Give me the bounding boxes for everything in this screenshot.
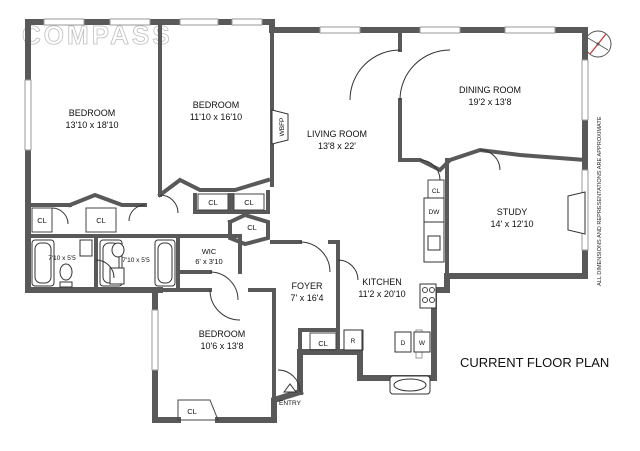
closet-label: CL <box>318 339 328 348</box>
compass-rose-icon <box>584 30 612 58</box>
wbfp-label: WBFP <box>279 118 286 137</box>
dishwasher-label: DW <box>429 209 441 216</box>
disclaimer-note: ALL DIMENSIONS AND REPRESENTATIONS ARE A… <box>597 116 603 286</box>
kitchen-fixtures <box>343 197 445 353</box>
room-bedroom-1: BEDROOM 13'10 x 18'10 <box>66 108 119 130</box>
dryer-label: D <box>401 340 406 347</box>
room-living-room: LIVING ROOM 13'8 x 22' <box>307 129 367 151</box>
room-dims: 6' x 3'10 <box>195 257 222 266</box>
room-dims: 19'2 x 13'8 <box>469 97 512 107</box>
room-dims: 13'10 x 18'10 <box>66 120 119 130</box>
room-study: STUDY 14' x 12'10 <box>491 207 534 229</box>
bath-2-dims: 7'10 x 5'5 <box>122 257 150 264</box>
room-dims: 14' x 12'10 <box>491 219 534 229</box>
room-bedroom-3: BEDROOM 10'6 x 13'8 <box>199 329 246 351</box>
bath-1-dims: 7'10 x 5'5 <box>48 255 76 262</box>
windows <box>24 18 589 371</box>
fireplaces <box>271 109 586 235</box>
room-name: KITCHEN <box>362 277 402 287</box>
closet-label: CL <box>247 223 257 232</box>
closet-label: CL <box>244 198 254 207</box>
closet-label: CL <box>96 216 106 225</box>
closet-label: CL <box>432 188 441 195</box>
interior-walls <box>26 20 588 402</box>
room-name: DINING ROOM <box>459 85 521 95</box>
washer-label: W <box>419 340 426 347</box>
fixture-labels: CL CL CL CL CL CL CL CL WBFP DW R D W <box>37 118 440 416</box>
entry-marker-icon: ENTRY <box>279 383 302 407</box>
room-dims: 13'8 x 22' <box>318 141 356 151</box>
bath-fixtures <box>31 239 431 395</box>
room-name: WIC <box>202 247 217 256</box>
room-kitchen: KITCHEN 11'2 x 20'10 <box>358 277 405 299</box>
closet-label: CL <box>208 198 218 207</box>
room-bedroom-2: BEDROOM 11'10 x 16'10 <box>190 100 242 122</box>
room-wic: WIC 6' x 3'10 <box>195 247 222 266</box>
room-name: BEDROOM <box>69 108 116 118</box>
plan-title: CURRENT FLOOR PLAN <box>460 355 609 370</box>
room-dims: 11'10 x 16'10 <box>190 112 242 122</box>
room-dims: 7' x 16'4 <box>291 293 324 303</box>
entry-label: ENTRY <box>279 400 302 407</box>
refrigerator-label: R <box>351 338 356 345</box>
room-dining-room: DINING ROOM 19'2 x 13'8 <box>459 85 521 107</box>
room-name: BEDROOM <box>193 100 240 110</box>
room-dims: 10'6 x 13'8 <box>201 341 244 351</box>
room-name: STUDY <box>497 207 528 217</box>
room-name: FOYER <box>291 281 323 291</box>
door-swings <box>51 49 501 393</box>
room-name: BEDROOM <box>199 329 246 339</box>
room-dims: 11'2 x 20'10 <box>358 289 405 299</box>
room-foyer: FOYER 7' x 16'4 <box>291 281 324 303</box>
room-name: LIVING ROOM <box>307 129 367 139</box>
closet-label: CL <box>187 407 197 416</box>
closet-label: CL <box>37 216 47 225</box>
